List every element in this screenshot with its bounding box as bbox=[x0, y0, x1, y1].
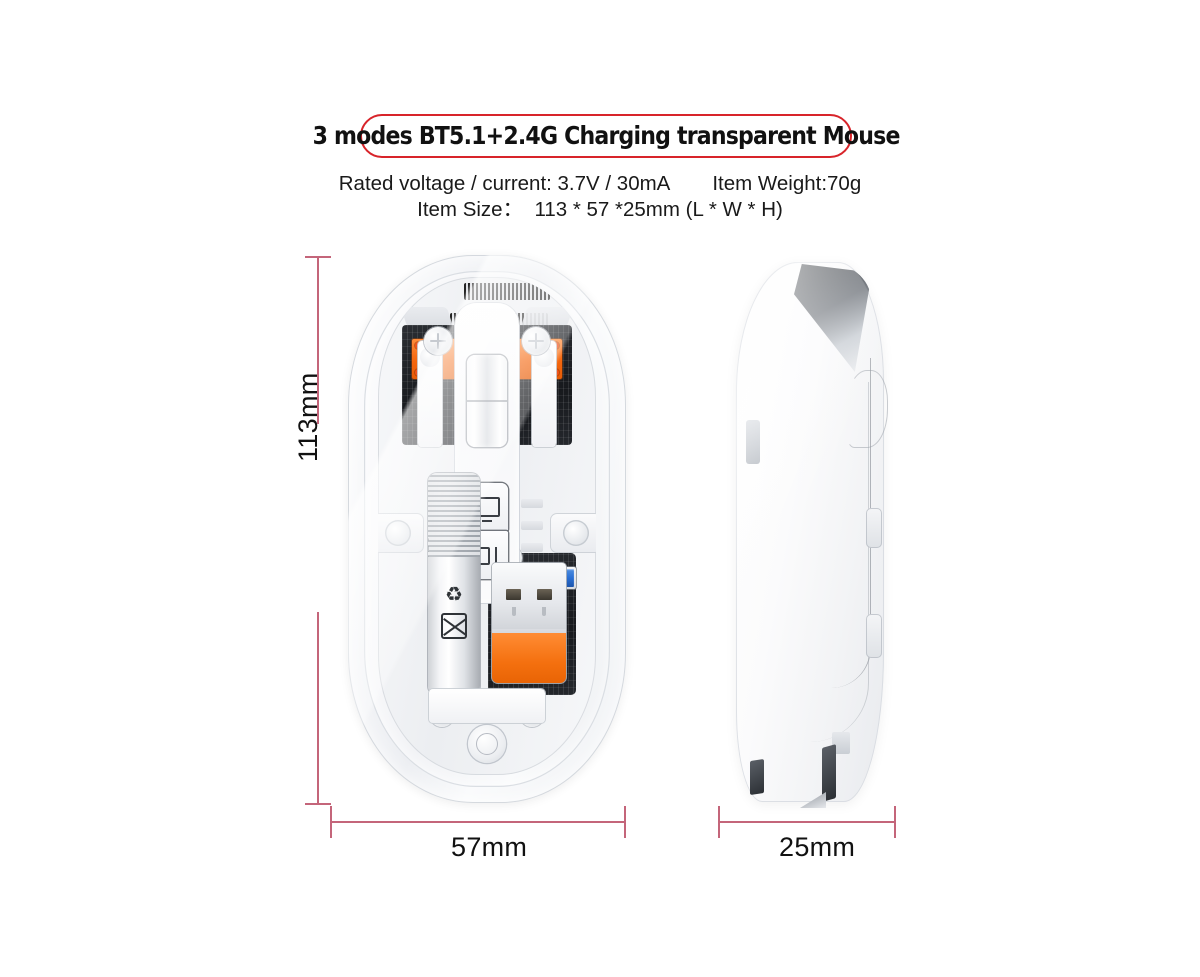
battery-ribs bbox=[428, 473, 480, 557]
dim-line-113-upper bbox=[317, 256, 319, 424]
dimension-label-height: 113mm bbox=[293, 372, 323, 462]
mouse-side-profile-view bbox=[736, 262, 888, 808]
mouse-foot-left bbox=[750, 759, 764, 795]
dim-line-25 bbox=[718, 821, 896, 823]
side-thumb-hollow bbox=[846, 370, 888, 448]
pcb-trace-strip-front bbox=[464, 283, 550, 300]
vent-pad-left bbox=[400, 307, 454, 327]
battery-symbols: ♻ bbox=[428, 585, 480, 639]
dimension-label-depth: 25mm bbox=[779, 832, 856, 862]
spec-rated-voltage: Rated voltage / current: 3.7V / 30mA bbox=[338, 172, 671, 195]
charging-port bbox=[746, 420, 760, 464]
mouse-internal-cavity: 3.7V ♻ bbox=[378, 277, 596, 775]
product-title-badge: 3 modes BT5.1+2.4G Charging transparent … bbox=[313, 114, 900, 158]
battery-voltage-text: 3.7V bbox=[428, 537, 430, 558]
dim-line-113-lower bbox=[317, 612, 319, 804]
usb-connector-shell bbox=[492, 563, 566, 629]
usb-contact-pad bbox=[506, 589, 521, 600]
dim-cap-bottom bbox=[305, 803, 331, 805]
spine-fin bbox=[521, 499, 543, 508]
page-title: 3 modes BT5.1+2.4G Charging transparent … bbox=[312, 120, 901, 150]
spine-fin bbox=[521, 543, 543, 552]
scroll-wheel[interactable] bbox=[467, 355, 507, 447]
left-button-plunger bbox=[418, 341, 442, 447]
dim-line-57 bbox=[330, 821, 626, 823]
dimension-label-width: 57mm bbox=[451, 832, 528, 862]
right-button-plunger bbox=[532, 341, 556, 447]
usb-pin bbox=[512, 607, 516, 616]
chassis-screw-top-right bbox=[522, 327, 550, 355]
usb-receiver-dongle bbox=[492, 563, 566, 683]
vent-pad-right bbox=[520, 307, 574, 327]
clip-ring bbox=[563, 520, 589, 546]
chassis-screw-top-left bbox=[424, 327, 452, 355]
spec-line-voltage-weight: Rated voltage / current: 3.7V / 30mA Item… bbox=[0, 172, 1200, 196]
spec-item-weight: Item Weight:70g bbox=[712, 172, 862, 195]
clip-ring bbox=[385, 520, 411, 546]
weee-bin-icon bbox=[441, 613, 467, 639]
header-block: 3 modes BT5.1+2.4G Charging transparent … bbox=[0, 0, 1200, 230]
side-thumb-button-back[interactable] bbox=[866, 614, 882, 658]
recycle-icon: ♻ bbox=[445, 584, 463, 606]
spec-item-size: Item Size： 113 * 57 *25mm (L * W * H) bbox=[417, 198, 783, 221]
optical-sensor bbox=[468, 725, 506, 763]
spec-line-size: Item Size： 113 * 57 *25mm (L * W * H) bbox=[0, 198, 1200, 222]
usb-pin bbox=[542, 607, 546, 616]
battery-door-plate bbox=[429, 689, 545, 723]
chassis-clip-left bbox=[378, 513, 424, 553]
usb-contact-pad bbox=[537, 589, 552, 600]
chassis-clip-right bbox=[550, 513, 596, 553]
spine-fin bbox=[521, 521, 543, 530]
usb-dongle-body bbox=[492, 633, 566, 683]
side-thumb-button-forward[interactable] bbox=[866, 508, 882, 548]
lithium-battery: 3.7V ♻ bbox=[428, 473, 480, 695]
transparent-mouse-top-view: 3.7V ♻ bbox=[348, 255, 626, 803]
